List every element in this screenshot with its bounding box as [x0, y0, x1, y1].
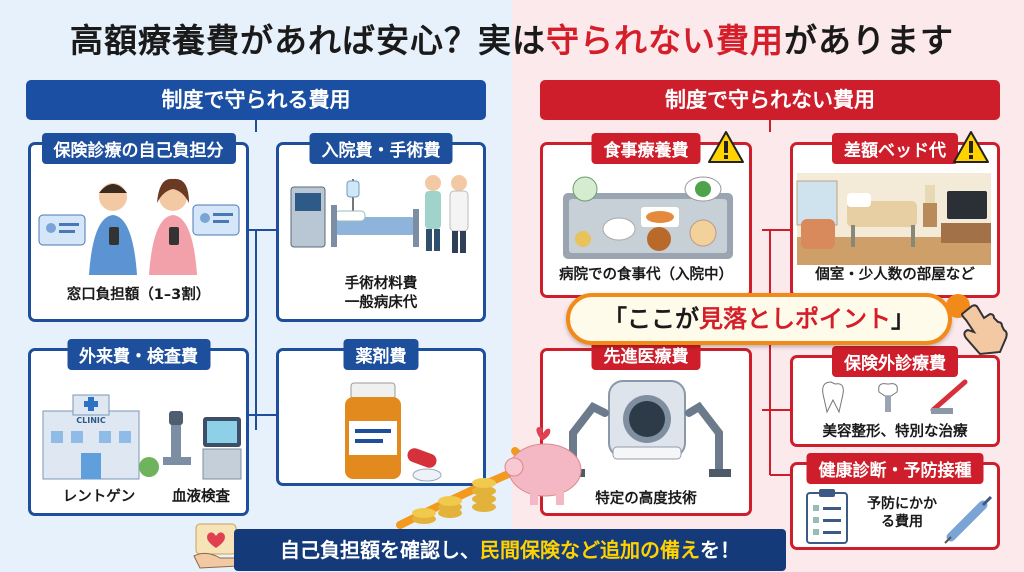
hospital-bed-icon	[290, 175, 469, 253]
advice-banner: 自己負担額を確認し、民間保険など追加の備えを！	[234, 529, 786, 571]
card-checkups-vaccination: 健康診断・予防接種 予防にかか る費用	[790, 453, 1000, 550]
clinic-and-lab-icon: CLINIC	[42, 394, 242, 480]
card-hospital-meals: 食事療養費 病院での食事代（入院中）	[540, 133, 752, 298]
blood-test-caption: 血液検査	[172, 489, 230, 505]
checklist-icon	[806, 489, 848, 544]
syringe-icon	[944, 495, 993, 544]
warning-icon	[708, 131, 744, 163]
banner-highlight: 民間保険など追加の備え	[480, 538, 700, 562]
dental-tools-icon	[822, 379, 968, 414]
xray-caption: レントゲン	[62, 489, 136, 505]
title-highlight: 守られない費用	[546, 21, 784, 60]
card-label: 保険外診療費	[832, 346, 958, 377]
heart-hand-card-icon	[193, 523, 243, 569]
page-title: 高額療養費があれば安心？実は守られない費用があります	[70, 21, 954, 60]
callout-highlight: 見落としポイント	[699, 305, 891, 333]
card-non-insured-treatment: 保険外診療費 美容整形、特別な治療	[790, 346, 1000, 447]
card-label: 保険診療の自己負担分	[41, 133, 236, 164]
meal-tray-icon	[563, 176, 733, 259]
clinic-sign-text: CLINIC	[76, 416, 106, 425]
card-caption: 病院での食事代（入院中）	[559, 267, 733, 283]
uncovered-costs-header: 制度で守られない費用	[540, 80, 1000, 120]
card-label: 差額ベッド代	[832, 133, 958, 164]
card-caption: 窓口負担額（1–3割）	[66, 287, 211, 303]
card-caption: 特定の高度技術	[595, 491, 697, 507]
savings-piggy-bank-icon	[396, 427, 582, 529]
card-label: 外来費・検査費	[67, 339, 210, 370]
card-insured-copay: 保険診療の自己負担分 窓口負担額（1–3割）	[28, 133, 249, 322]
covered-costs-header: 制度で守られる費用	[26, 80, 486, 120]
card-caption: 個室・少人数の部屋など	[815, 267, 975, 283]
card-label: 健康診断・予防接種	[806, 453, 984, 484]
private-room-icon	[796, 173, 991, 265]
card-label: 薬剤費	[343, 339, 419, 370]
card-advanced-medicine: 先進医療費 特定の高度技術	[540, 339, 752, 516]
card-caption: 予防にかか る費用	[867, 496, 937, 530]
card-caption: 美容整形、特別な治療	[822, 424, 968, 440]
card-label: 食事療養費	[591, 133, 701, 164]
card-caption: 手術材料費 一般病床代	[344, 276, 418, 311]
medicine-bottle-icon	[345, 382, 442, 482]
oversight-callout: 「ここが見落としポイント」	[566, 293, 952, 345]
card-private-room-fee: 差額ベッド代 個室・少人数の部屋など	[790, 133, 1000, 298]
card-hospital-surgery: 入院費・手術費 手術材料費 一般病床代	[276, 133, 486, 322]
warning-icon	[953, 131, 989, 163]
patients-with-insurance-cards-icon	[38, 178, 240, 275]
card-medication: 薬剤費	[276, 339, 486, 486]
card-label: 入院費・手術費	[309, 133, 453, 164]
card-outpatient-tests: 外来費・検査費 CLINIC レントゲン 血液検査	[28, 339, 249, 516]
pointing-hand-icon	[946, 294, 1008, 356]
